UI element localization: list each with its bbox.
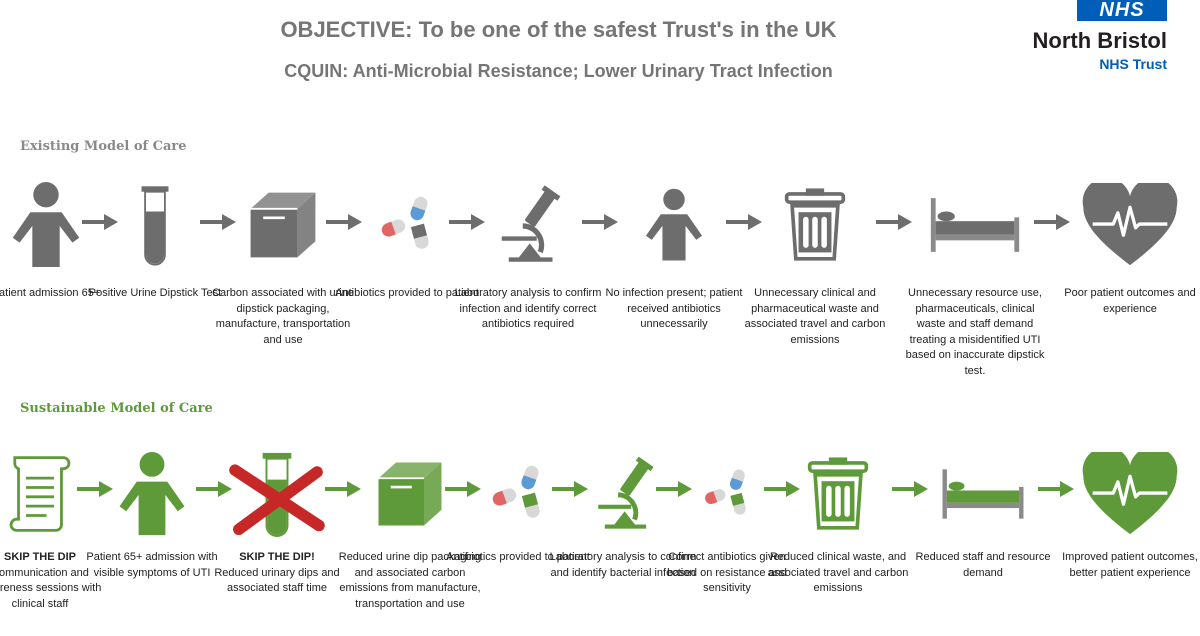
step-caption-text: No infection present; patient received a… <box>605 287 743 330</box>
flow-arrow <box>876 213 914 231</box>
heart-pulse-icon <box>1082 177 1178 267</box>
box-icon <box>375 458 445 530</box>
flow-arrow <box>81 213 120 231</box>
person-icon <box>6 181 86 269</box>
step-caption-text: Reduced urinary dips and associated staf… <box>214 566 340 595</box>
step-caption: Laboratory analysis to confirm and ident… <box>548 550 698 581</box>
step-caption-text: Unnecessary clinical and pharmaceutical … <box>744 287 886 346</box>
step-caption: Unnecessary resource use, pharmaceutical… <box>900 286 1050 379</box>
box-icon <box>247 189 319 261</box>
step-caption-text: Positive Urine Dipstick Test <box>88 287 222 299</box>
nhs-logo: NHS North Bristol NHS Trust <box>1017 0 1167 80</box>
step-caption: Antibiotics provided to patient <box>332 286 482 302</box>
step-caption: No infection present; patient received a… <box>599 286 749 333</box>
flow-arrow <box>1037 480 1076 498</box>
step-caption-text: Patient admission 65+ <box>0 287 101 299</box>
step-caption: Patient admission 65+ <box>0 286 121 302</box>
step-caption-text: Laboratory analysis to confirm and ident… <box>549 551 697 579</box>
sustainable-model-heading: Sustainable Model of Care <box>20 401 213 416</box>
step-caption-text: Unnecessary resource use, pharmaceutical… <box>905 287 1045 377</box>
trash-bin-icon <box>783 188 847 262</box>
step-caption: Reduced urine dip packaging and associat… <box>335 550 485 612</box>
step-caption-text: Reduced urine dip packaging and associat… <box>338 551 482 610</box>
heart-pulse-icon <box>1082 446 1178 536</box>
logo-org-name: North Bristol <box>1032 28 1167 53</box>
person-icon <box>112 451 192 537</box>
step-caption: Laboratory analysis to confirm infection… <box>453 286 603 333</box>
step-caption: SKIP THE DIP! Reduced urinary dips and as… <box>202 550 352 597</box>
step-caption-text: Antibiotics provided to patient <box>446 551 590 563</box>
test-tube-icon <box>137 179 173 271</box>
pills-icon <box>377 192 437 258</box>
hospital-bed-icon <box>927 196 1023 254</box>
trash-bin-icon <box>806 456 870 532</box>
step-caption-text: Antibiotics provided to patient <box>335 287 479 299</box>
crossed-test-tube-icon <box>227 451 327 537</box>
step-caption-text: Poor patient outcomes and experience <box>1064 287 1196 315</box>
scroll-icon <box>7 452 73 536</box>
step-caption: Reduced clinical waste, and associated t… <box>763 550 913 597</box>
pills-icon <box>488 461 548 527</box>
step-caption: Carbon associated with urine dipstick pa… <box>208 286 358 348</box>
flow-arrow <box>1033 213 1072 231</box>
page-title: OBJECTIVE: To be one of the safest Trust… <box>280 17 837 42</box>
step-caption-text: Patient 65+ admission with visible sympt… <box>86 551 218 579</box>
flow-arrow <box>656 480 694 498</box>
flow-arrow <box>324 480 363 498</box>
flow-arrow <box>445 480 483 498</box>
step-caption-text: Correct antibiotics given based on resis… <box>667 551 787 594</box>
step-caption: SKIP THE DIP Communication and Awareness … <box>0 550 115 612</box>
step-caption-text: Improved patient outcomes, better patien… <box>1062 551 1198 579</box>
step-caption: Improved patient outcomes, better patien… <box>1055 550 1200 581</box>
step-caption: Positive Urine Dipstick Test <box>80 286 230 302</box>
step-caption-text: Communication and Awareness sessions wit… <box>0 566 102 610</box>
flow-arrow <box>551 480 590 498</box>
flow-arrow <box>200 213 238 231</box>
hospital-bed-icon <box>939 465 1027 523</box>
flow-arrow <box>448 213 487 231</box>
flow-arrow <box>725 213 764 231</box>
step-caption-text: Laboratory analysis to confirm infection… <box>454 287 602 330</box>
flow-arrow <box>77 480 115 498</box>
flow-arrow <box>195 480 234 498</box>
step-caption: Antibiotics provided to patient <box>443 550 593 566</box>
nhs-badge: NHS <box>1077 0 1167 21</box>
logo-trust-name: NHS Trust <box>1099 56 1167 72</box>
step-caption: Poor patient outcomes and experience <box>1055 286 1200 317</box>
step-caption: Patient 65+ admission with visible sympt… <box>77 550 227 581</box>
pills-icon <box>701 462 753 526</box>
flow-arrow <box>582 213 620 231</box>
person-icon <box>641 186 707 264</box>
page-subtitle: CQUIN: Anti-Microbial Resistance; Lower … <box>284 61 833 81</box>
flow-arrow <box>891 480 930 498</box>
microscope-icon <box>590 456 656 532</box>
step-caption: Unnecessary clinical and pharmaceutical … <box>740 286 890 348</box>
flow-arrow <box>763 480 802 498</box>
step-heading: SKIP THE DIP <box>4 551 76 563</box>
step-heading: SKIP THE DIP! <box>239 551 315 563</box>
flow-arrow <box>326 213 364 231</box>
step-caption: Correct antibiotics given based on resis… <box>652 550 802 597</box>
existing-model-heading: Existing Model of Care <box>20 139 187 154</box>
step-caption-text: Reduced clinical waste, and associated t… <box>767 551 909 594</box>
step-caption-text: Carbon associated with urine dipstick pa… <box>212 287 354 346</box>
microscope-icon <box>493 184 563 266</box>
step-caption-text: Reduced staff and resource demand <box>915 551 1051 579</box>
step-caption: Reduced staff and resource demand <box>908 550 1058 581</box>
